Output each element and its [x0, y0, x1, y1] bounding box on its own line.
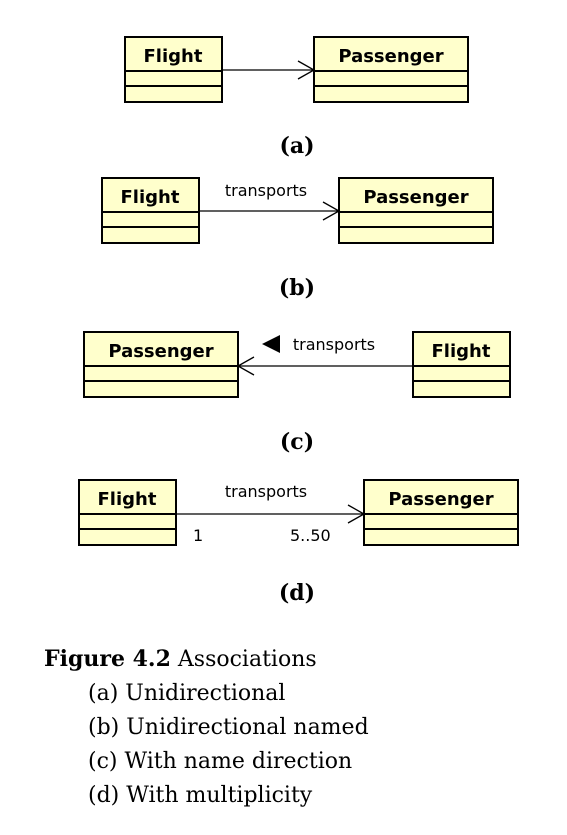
class-flight-c: Flight — [412, 331, 511, 398]
association-arrow-a — [222, 60, 316, 80]
caption-item-a: (a) Unidirectional — [88, 681, 286, 706]
diagram-d: Flight Passenger transports 1 5..50 (d) — [78, 479, 519, 606]
uml-association-diagrams: Flight Passenger (a) Flight Passenger — [78, 36, 519, 606]
class-passenger-c: Passenger — [83, 331, 239, 398]
figure-number: Figure 4.2 — [44, 646, 171, 672]
association-name-d: transports — [225, 482, 307, 501]
association-arrow-d — [176, 504, 366, 524]
class-name: Flight — [144, 46, 203, 67]
class-name: Flight — [98, 489, 157, 510]
class-passenger-a: Passenger — [313, 36, 469, 103]
panel-label-d: (d) — [279, 580, 315, 606]
class-passenger-b: Passenger — [338, 177, 494, 244]
association-arrow-b — [199, 201, 341, 221]
figure-caption: Figure 4.2 Associations (a) Unidirection… — [44, 642, 369, 813]
caption-item-c: (c) With name direction — [88, 749, 353, 774]
name-direction-triangle-icon — [262, 335, 280, 353]
panel-label-c: (c) — [280, 429, 314, 455]
panel-label-a: (a) — [279, 133, 314, 159]
caption-item-d: (d) With multiplicity — [88, 783, 313, 808]
class-flight-d: Flight — [78, 479, 177, 546]
diagram-a: Flight Passenger (a) — [124, 36, 469, 159]
class-name: Flight — [121, 187, 180, 208]
class-name: Passenger — [388, 489, 493, 510]
association-name-c: transports — [293, 335, 375, 354]
panel-label-b: (b) — [279, 275, 315, 301]
caption-heading: Figure 4.2 Associations — [44, 642, 369, 677]
diagram-b: Flight Passenger transports (b) — [101, 177, 494, 301]
class-name: Passenger — [363, 187, 468, 208]
class-flight-a: Flight — [124, 36, 223, 103]
association-name-b: transports — [225, 181, 307, 200]
caption-item-b: (b) Unidirectional named — [88, 715, 369, 740]
multiplicity-left: 1 — [193, 526, 203, 545]
class-name: Passenger — [338, 46, 443, 67]
class-name: Flight — [432, 341, 491, 362]
class-flight-b: Flight — [101, 177, 200, 244]
diagram-c: Passenger Flight transports (c) — [83, 331, 511, 455]
class-name: Passenger — [108, 341, 213, 362]
association-arrow-c — [236, 356, 413, 376]
class-passenger-d: Passenger — [363, 479, 519, 546]
figure-title: Associations — [177, 647, 317, 672]
multiplicity-right: 5..50 — [290, 526, 331, 545]
